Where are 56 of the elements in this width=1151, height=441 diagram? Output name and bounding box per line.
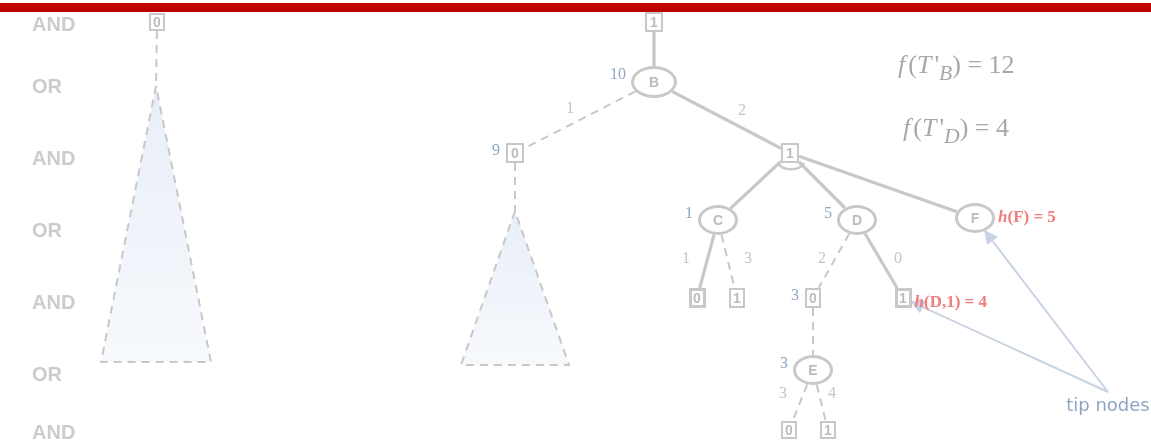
heuristic-value: h(F) = 5 [998,207,1056,227]
and-node-box [149,13,165,31]
node-label: 1 [650,15,658,29]
tree-edge [817,232,851,289]
node-label: 1 [786,146,794,160]
and-node-box [688,288,706,308]
and-node-box [781,421,797,439]
edge-cost: 1 [680,250,692,266]
node-label: 0 [809,291,817,305]
node-label: B [648,75,660,89]
tree-edge [797,160,847,210]
node-label: 1 [899,291,907,305]
edge-cost: 2 [736,102,748,118]
tree-edge [652,32,656,66]
cost-value: 1 [685,204,693,222]
cost-value: 10 [610,65,626,83]
tree-edge [671,90,782,150]
tree-edge [815,383,827,422]
node-label: 1 [733,291,741,305]
edge-cost: 3 [777,385,789,401]
cost-value: 5 [824,204,832,222]
pointer-arrow [910,300,1109,393]
tree-edge [514,162,516,211]
tree-edge [729,160,783,210]
node-label: D [851,213,863,227]
and-node-box [729,288,745,308]
cost-value: 3 [791,286,799,304]
pointer-arrow [983,229,1109,393]
node-label: C [712,213,724,227]
node-label: E [808,363,818,377]
cost-formula: f(T'$_{B}$) = 12 [898,50,1015,86]
edge-cost: 1 [564,100,576,116]
tree-edge [812,307,814,356]
node-label: 0 [153,15,161,29]
cost-value: 9 [492,141,500,159]
node-label: 0 [693,291,701,305]
and-node-box [781,143,799,163]
edge-cost: 3 [742,250,754,266]
cost-value: 3 [780,354,788,372]
subtree-triangle [460,210,570,366]
edge-cost: 4 [826,385,838,401]
heuristic-value: h(D,1) = 4 [914,292,987,312]
node-label: 1 [824,423,832,437]
annotation-text: tip nodes [1066,393,1150,415]
and-node-box [820,421,836,439]
cost-formula: f(T'$_{D}$) = 4 [903,113,1010,149]
tree-edge [698,234,716,289]
edge-cost: 2 [816,250,828,266]
and-node-box [645,12,663,32]
tree-edge [798,154,958,214]
subtree-triangle [100,85,212,363]
tree-edge [863,232,899,289]
node-label: 0 [785,423,793,437]
node-label: 0 [511,146,519,160]
node-label: F [970,211,980,225]
edge-cost: 0 [892,250,904,266]
